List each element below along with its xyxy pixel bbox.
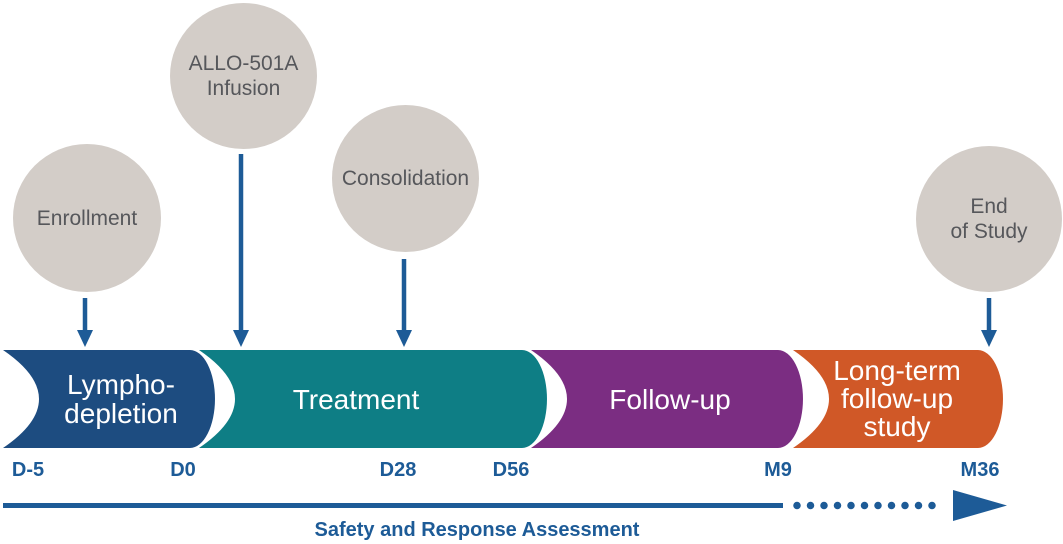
timepoint-d28: D28 — [379, 459, 417, 481]
assessment-arrowhead-icon — [953, 490, 1007, 521]
milestone-circle-allo-501a-infusion: ALLO-501A Infusion — [170, 3, 317, 149]
phase-label-line: depletion — [64, 398, 178, 429]
phase-label-line: Follow-up — [609, 384, 731, 415]
phase-bar-lympho-depletion — [3, 350, 215, 448]
phase-label-follow-up: Follow-up — [609, 385, 730, 414]
timepoint-m9: M9 — [764, 459, 792, 481]
phase-label-line: Lympho- — [67, 369, 175, 400]
phase-label-treatment: Treatment — [293, 385, 420, 414]
milestone-circle-end-of-study: End of Study — [916, 146, 1062, 292]
milestone-label-line: Infusion — [206, 77, 281, 100]
phase-bar-treatment — [199, 350, 547, 448]
timepoint-d-5: D-5 — [11, 459, 45, 481]
timepoint-m36: M36 — [960, 459, 1000, 481]
allo-501a-infusion-arrow — [233, 154, 249, 347]
consolidation-arrow — [396, 259, 412, 347]
milestone-arrows — [77, 154, 997, 347]
milestone-circle-consolidation: Consolidation — [332, 105, 479, 252]
enrollment-arrowhead-icon — [77, 330, 93, 347]
allo-501a-arrowhead-icon — [233, 330, 249, 347]
phase-label-line: Treatment — [292, 384, 420, 415]
milestone-label-line: ALLO-501A — [188, 52, 299, 75]
consolidation-arrowhead-icon — [396, 330, 412, 347]
end-of-study-arrow — [981, 298, 997, 347]
milestone-label-line: End — [970, 195, 1008, 218]
phase-label-line: follow-up — [840, 383, 954, 414]
phase-label-long-term-follow-up-study: Long-term follow-up study — [833, 357, 961, 441]
phase-label-line: Long-term — [833, 355, 961, 386]
enrollment-arrow — [77, 298, 93, 347]
phase-bar-follow-up — [531, 350, 803, 448]
milestone-label-line: of Study — [950, 220, 1028, 243]
milestone-label: Enrollment — [36, 206, 138, 230]
phase-label-lympho-depletion: Lympho- depletion — [64, 370, 178, 428]
assessment-arrow — [3, 490, 1007, 521]
assessment-caption: Safety and Response Assessment — [314, 519, 640, 541]
phase-bar-long-term-follow-up — [793, 350, 1003, 448]
timepoint-d56: D56 — [492, 459, 530, 481]
phase-label-line: study — [863, 411, 931, 442]
phase-bars — [3, 350, 1003, 448]
timepoint-d0: D0 — [170, 459, 196, 481]
milestone-circle-enrollment: Enrollment — [13, 144, 161, 292]
milestone-label: Consolidation — [341, 167, 470, 190]
end-of-study-arrowhead-icon — [981, 330, 997, 347]
